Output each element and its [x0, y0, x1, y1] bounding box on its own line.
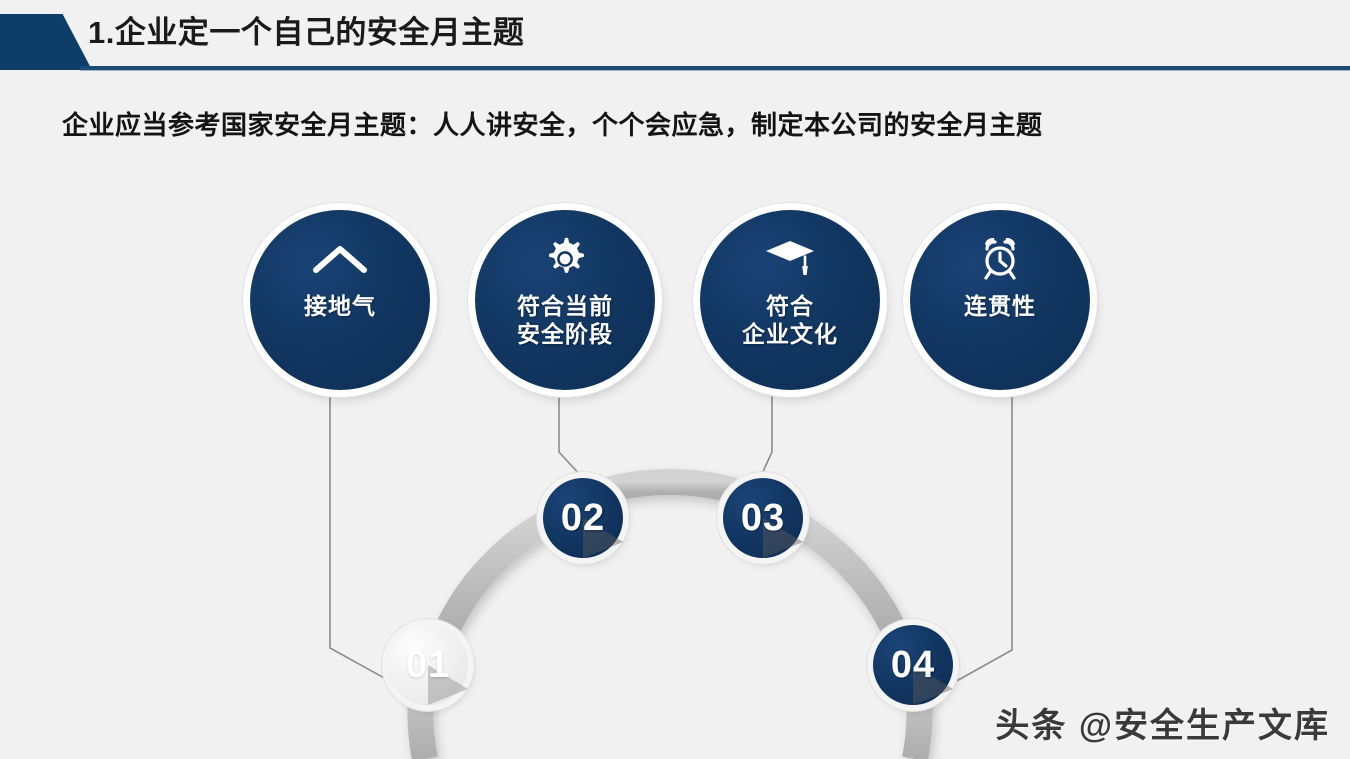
step-badge-01[interactable]: 01: [388, 625, 468, 705]
feature-label-3: 符合 企业文化: [742, 293, 838, 348]
arc-segment-3: [779, 506, 908, 640]
alarm-clock-icon: [976, 234, 1024, 284]
chevron-up-icon: [312, 234, 368, 284]
watermark-text: 头条 @安全生产文库: [995, 707, 1330, 745]
connector-line-3: [759, 393, 773, 479]
feature-label-2: 符合当前 安全阶段: [517, 293, 613, 348]
subtitle-text: 企业应当参考国家安全月主题：人人讲安全，个个会应急，制定本公司的安全月主题: [62, 110, 1043, 140]
feature-label-1: 接地气: [304, 293, 376, 319]
connector-line-4: [943, 393, 1013, 689]
feature-circle-1[interactable]: 接地气: [250, 210, 430, 390]
arc-segment-2: [596, 468, 746, 506]
step-badge-03-number: 03: [740, 496, 786, 539]
graduation-cap-icon: [764, 234, 816, 284]
step-badge-02-number: 02: [560, 496, 606, 539]
feature-circle-3[interactable]: 符合 企业文化: [700, 210, 880, 390]
process-arc-track: [407, 468, 933, 759]
step-badge-03[interactable]: 03: [723, 478, 803, 558]
step-badge-04-number: 04: [890, 643, 936, 686]
feature-circle-4[interactable]: 连贯性: [910, 210, 1090, 390]
slide-header: 1.企业定一个自己的安全月主题: [0, 0, 1350, 85]
header-divider: [80, 66, 1350, 71]
feature-circle-2[interactable]: 符合当前 安全阶段: [475, 210, 655, 390]
step-badge-01-number: 01: [405, 643, 451, 686]
arc-segment-1: [433, 505, 563, 640]
page-title: 1.企业定一个自己的安全月主题: [88, 15, 525, 50]
step-badge-02[interactable]: 02: [543, 478, 623, 558]
step-badge-04[interactable]: 04: [873, 625, 953, 705]
gear-icon: [542, 234, 588, 284]
connector-line-2: [558, 393, 584, 479]
feature-label-4: 连贯性: [964, 293, 1036, 319]
